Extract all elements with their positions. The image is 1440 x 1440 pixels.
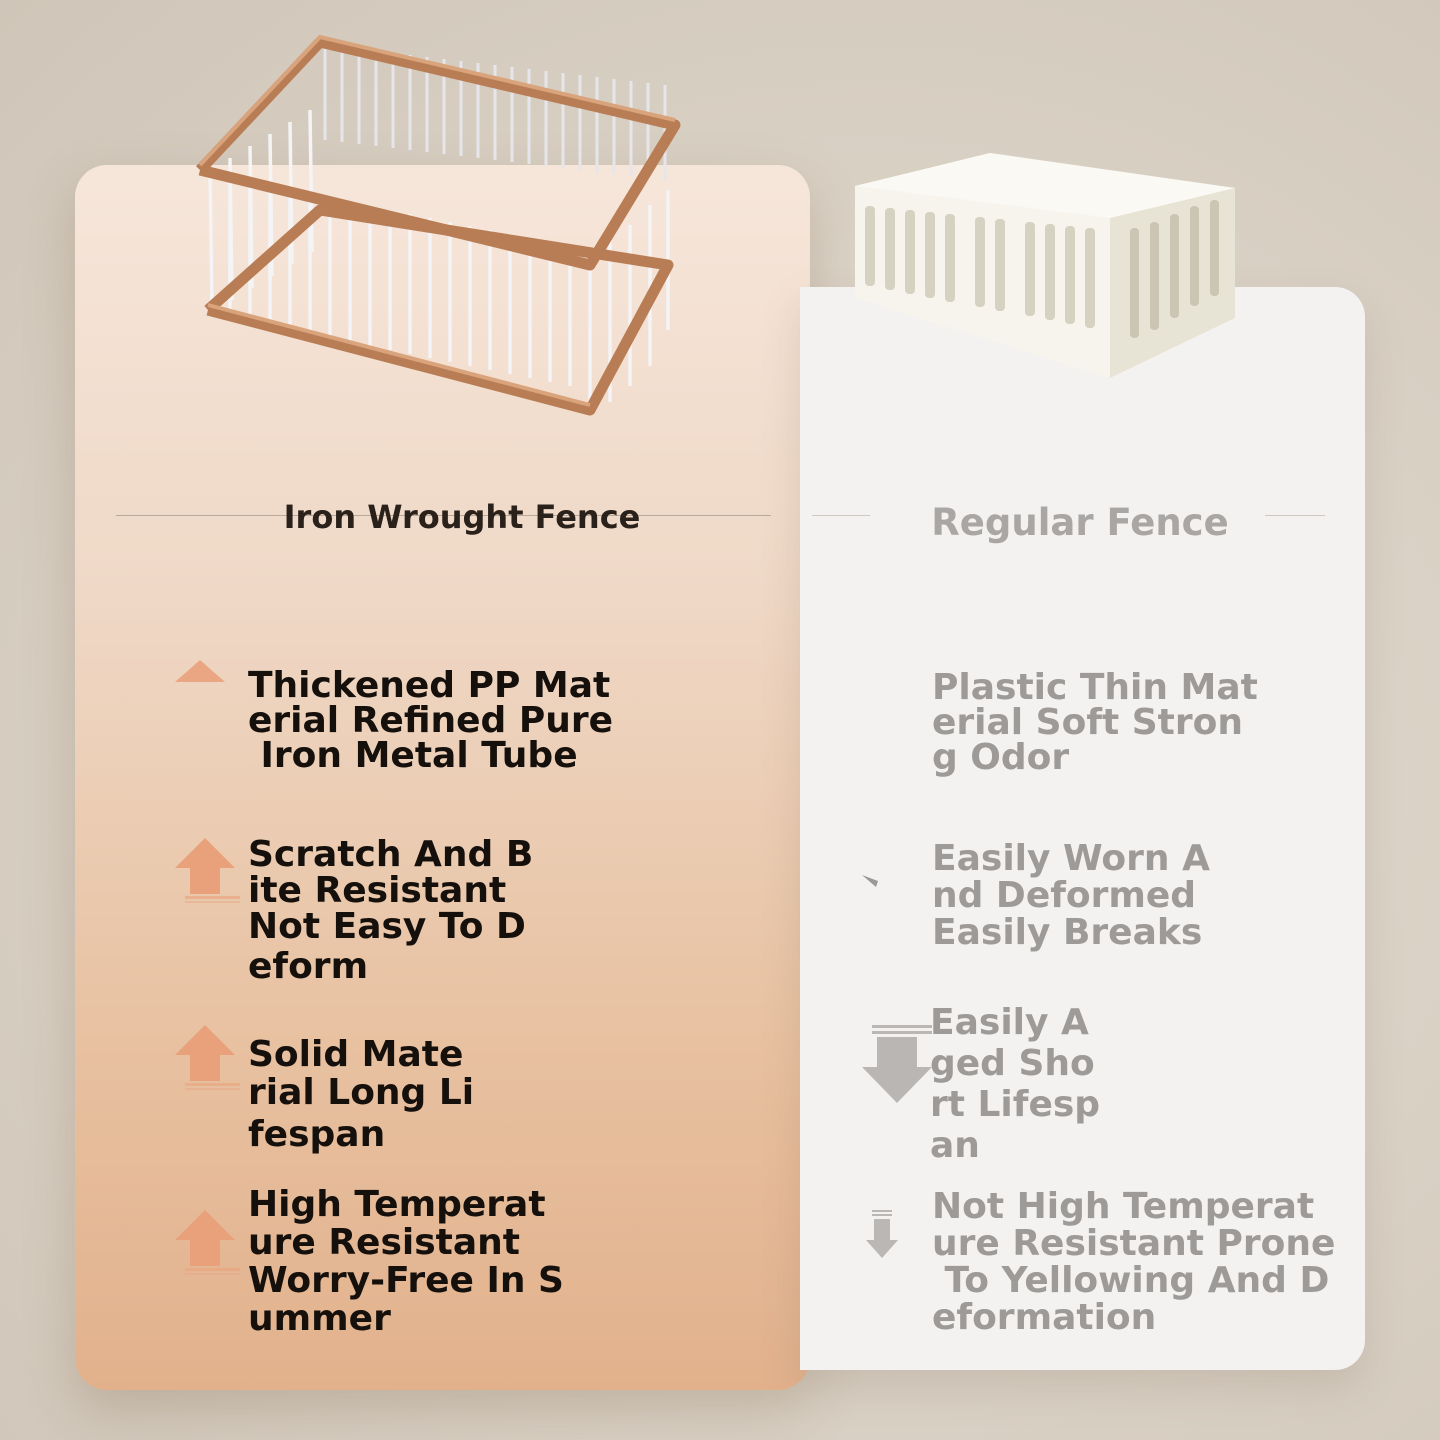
- right-title-divider-end: [1265, 515, 1325, 516]
- regular-feature-4: Not High Temperat ure Resistant Prone To…: [932, 1186, 1336, 1338]
- regular-feature-1: Plastic Thin Mat erial Soft Stron g Odor: [932, 667, 1258, 778]
- regular-fence-title: Regular Fence: [931, 501, 1229, 544]
- right-title-divider: [812, 515, 870, 516]
- iron-feature-1: Thickened PP Mat erial Refined Pure Iron…: [248, 665, 614, 776]
- regular-feature-2: Easily Worn A nd Deformed Easily Breaks: [932, 838, 1210, 953]
- arrow-down-icon: [866, 1210, 898, 1258]
- iron-fence-title: Iron Wrought Fence: [283, 498, 641, 536]
- regular-fence-image: [855, 153, 1235, 378]
- regular-feature-3: Easily A ged Sho rt Lifesp an: [930, 1002, 1101, 1166]
- iron-fence-image: [195, 34, 681, 416]
- regular-fence-card: [800, 287, 1365, 1370]
- arrow-down-icon: [862, 1025, 932, 1103]
- arrow-up-icon: [175, 838, 240, 903]
- iron-feature-3: Solid Mate rial Long Li fespan: [248, 1034, 475, 1155]
- iron-feature-2: Scratch And B ite Resistant Not Easy To …: [248, 834, 534, 987]
- arrow-up-icon: [175, 660, 225, 682]
- iron-feature-4: High Temperat ure Resistant Worry-Free I…: [248, 1184, 564, 1339]
- arrow-up-icon: [175, 1025, 240, 1090]
- arrow-down-icon: [862, 875, 878, 887]
- left-title-divider: [116, 515, 771, 516]
- arrow-up-icon: [175, 1210, 240, 1275]
